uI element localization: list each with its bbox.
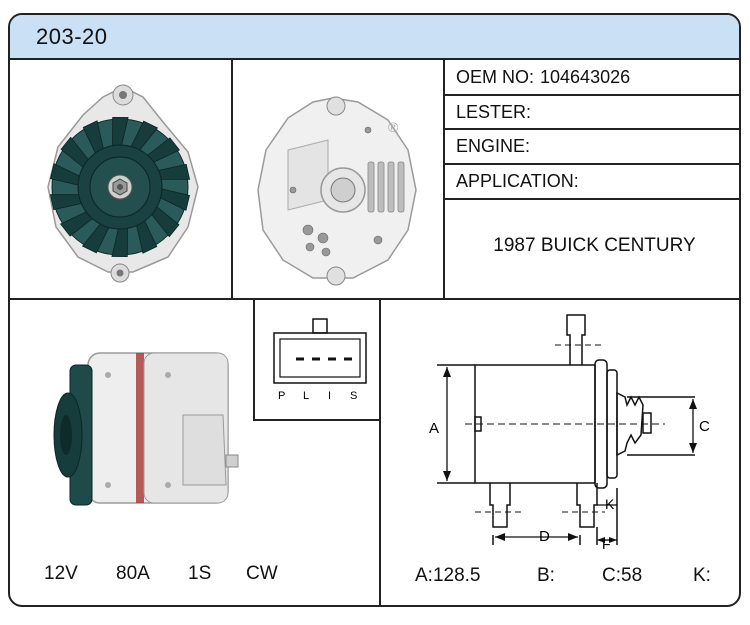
col-divider-bottom xyxy=(379,298,381,605)
pin-i: I xyxy=(328,390,331,402)
lester-label: LESTER: xyxy=(456,102,532,122)
dimension-c-value: 58 xyxy=(621,565,643,586)
spec-divider-2 xyxy=(443,128,739,130)
oem-number: OEM NO:104643026 xyxy=(456,67,630,88)
dim-label-d: D xyxy=(539,528,550,545)
dimension-a-label: A: xyxy=(415,565,433,586)
dim-label-a: A xyxy=(429,420,439,437)
connector-box-left xyxy=(253,298,255,421)
dimension-c: C:58 xyxy=(602,565,642,587)
voltage-spec: 12V xyxy=(44,563,78,584)
dim-label-f: F xyxy=(602,536,611,552)
datasheet-card: 203-20 OEM NO:104643026 LESTER: ENGINE: … xyxy=(8,13,741,607)
dimension-a-value: 128.5 xyxy=(432,565,481,586)
lester-number: LESTER: xyxy=(456,102,537,123)
oem-label: OEM NO: xyxy=(456,67,535,87)
dimension-b: B: xyxy=(537,565,555,587)
alternator-side-view xyxy=(53,352,239,506)
dimension-a: A:128.5 xyxy=(415,565,481,587)
dim-label-k: K xyxy=(605,496,615,512)
connector-spec: 1S xyxy=(188,563,212,584)
alternator-front-view xyxy=(47,84,199,283)
dimension-drawing: A C D F K xyxy=(429,314,710,552)
application-value: 1987 BUICK CENTURY xyxy=(493,235,696,256)
connector-diagram: P L I S xyxy=(273,318,367,402)
dimension-c-label: C: xyxy=(602,565,621,586)
header-bar: 203-20 xyxy=(10,15,739,60)
dimension-k: K: xyxy=(693,565,711,587)
dim-label-c: C xyxy=(699,418,710,435)
engine-label: ENGINE: xyxy=(456,136,531,156)
dimension-k-label: K: xyxy=(693,565,711,586)
engine: ENGINE: xyxy=(456,136,536,157)
oem-value: 104643026 xyxy=(540,67,631,87)
pin-l: L xyxy=(303,390,309,402)
registered-mark: ® xyxy=(388,119,399,135)
application: APPLICATION: xyxy=(456,171,585,192)
dimension-b-label: B: xyxy=(537,565,555,586)
alternator-rear-view: ® xyxy=(257,96,417,286)
pin-s: S xyxy=(350,390,357,402)
application-label: APPLICATION: xyxy=(456,171,579,191)
col-divider-left xyxy=(231,60,233,300)
rotation-spec: CW xyxy=(246,563,278,584)
connector-box-bottom xyxy=(253,419,381,421)
amperage-spec: 80A xyxy=(116,563,150,584)
col-divider-right xyxy=(443,60,445,300)
model-number: 203-20 xyxy=(36,24,108,49)
pin-p: P xyxy=(278,390,285,402)
row-divider xyxy=(10,298,739,300)
spec-divider-4 xyxy=(443,198,739,200)
spec-divider-3 xyxy=(443,163,739,165)
spec-divider-1 xyxy=(443,94,739,96)
